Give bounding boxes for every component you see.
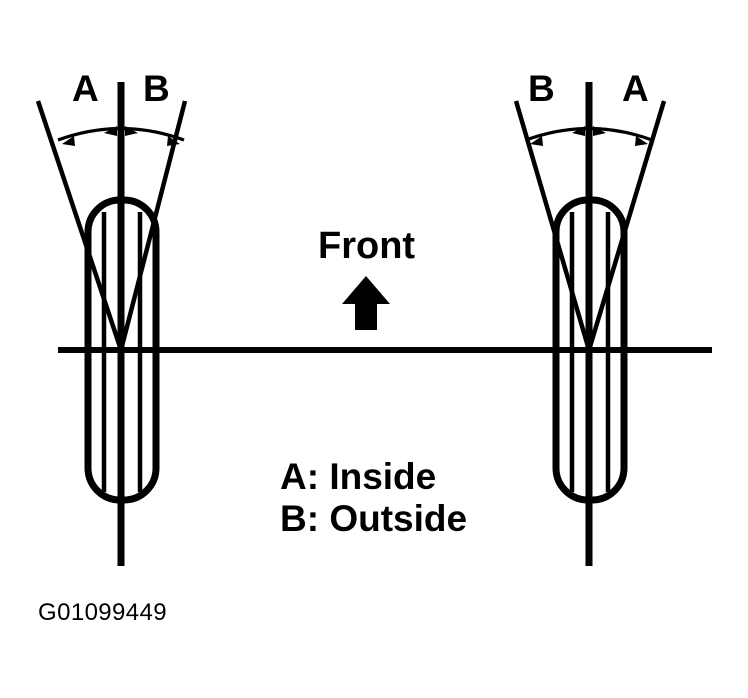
right-wheel-group (513, 82, 667, 566)
left-wheel-arc-endcap-right (167, 136, 180, 146)
legend-line-inside: A: Inside (280, 456, 436, 497)
arrow-up-icon (342, 276, 390, 330)
left-wheel-angle-line-inside (35, 100, 124, 351)
left-wheel-arc-arrowhead-left (104, 126, 117, 136)
figure-id-label: G01099449 (38, 599, 167, 626)
left-wheel-group (35, 82, 188, 566)
right-wheel-label-a: A (622, 68, 649, 109)
legend-line-outside: B: Outside (280, 498, 467, 539)
right-wheel-arc-endcap-left (530, 136, 543, 146)
left-wheel-arc-arrowhead-right (125, 126, 138, 136)
right-wheel-angle-line-outside (513, 100, 592, 351)
right-wheel-arc-arrowhead-right (593, 126, 606, 136)
right-wheel-arc-endcap-right (635, 136, 648, 146)
right-wheel-arc-arrowhead-left (572, 126, 585, 136)
left-wheel-label-a: A (72, 68, 99, 109)
front-direction-label: Front (318, 225, 415, 267)
left-wheel-label-b: B (143, 68, 170, 109)
right-wheel-label-b: B (528, 68, 555, 109)
left-wheel-arc-endcap-left (62, 136, 75, 146)
